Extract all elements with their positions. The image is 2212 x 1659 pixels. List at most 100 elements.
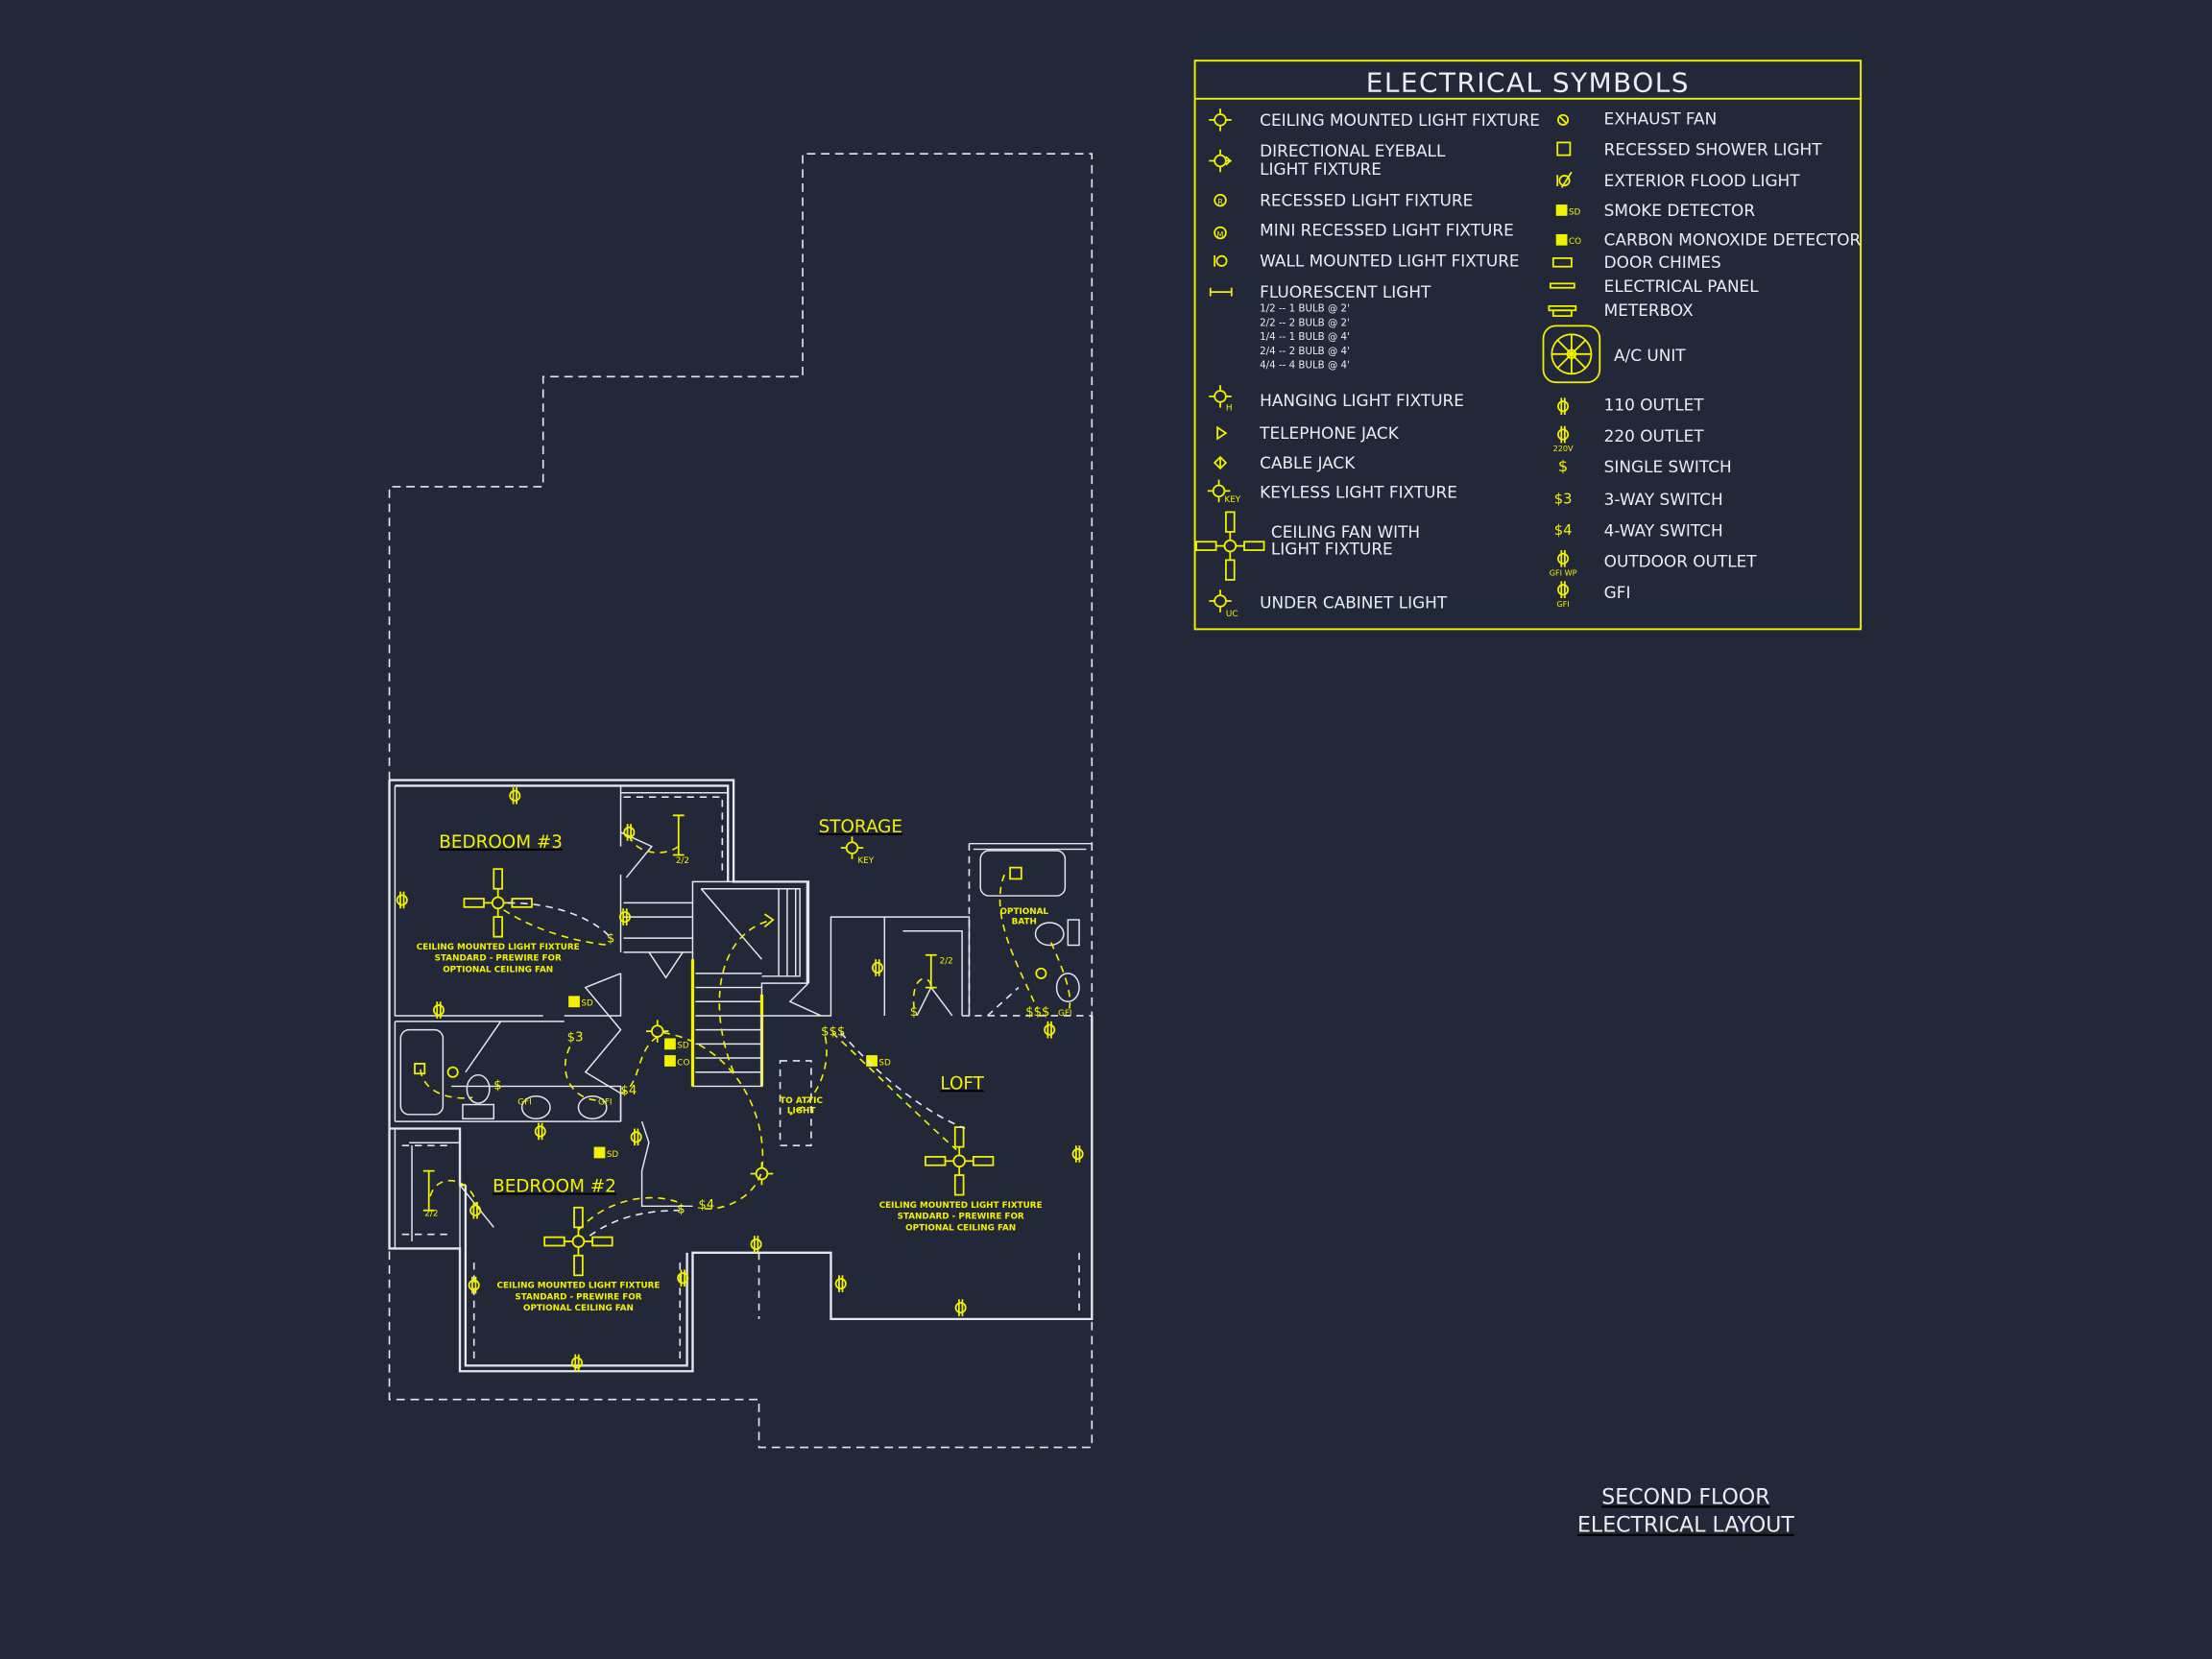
legend-item-shower-light: RECESSED SHOWER LIGHT [1556,140,1823,159]
outlet-110 [1071,1144,1084,1164]
legend-border [1193,60,1863,631]
svg-text:CO: CO [1569,237,1581,247]
svg-text:2/2: 2/2 [940,957,953,967]
svg-text:H: H [1226,404,1233,414]
hall-bathroom [394,1021,622,1122]
shower-light [414,1063,426,1075]
staircase [690,880,808,1088]
flood-light-icon [1556,171,1573,188]
svg-text:CO: CO [677,1058,689,1068]
roof-outline-dashed [388,153,1094,1449]
stair-direction-arrow [718,919,774,1073]
fan-note-line: OPTIONAL CEILING FAN [905,1223,1016,1233]
legend-label: 110 OUTLET [1604,396,1705,415]
legend-item-door-chimes: DOOR CHIMES [1551,252,1721,272]
legend-item-exhaust-fan: EXHAUST FAN [1557,108,1717,128]
svg-text:2/2: 2/2 [676,856,689,866]
ceiling-light-icon [1208,108,1233,132]
fan-note-line: OPTIONAL CEILING FAN [523,1304,634,1313]
legend-label: UNDER CABINET LIGHT [1260,592,1448,612]
svg-text:SD: SD [607,1150,619,1160]
ceiling-fan-icon [1195,511,1265,581]
under-cabinet-light-icon: UC [1208,589,1238,619]
cable-jack-icon [1213,455,1228,470]
svg-text:SD: SD [581,999,593,1009]
legend-label: 4-WAY SWITCH [1604,520,1723,540]
toilet [466,1073,491,1104]
switch-wiring [420,834,1071,1237]
outlet-110 [750,1235,762,1254]
legend-item-telephone-jack: TELEPHONE JACK [1216,423,1400,443]
legend-label: LIGHT FIXTURE [1271,539,1393,558]
keyless-tag: KEY [857,856,874,866]
legend-item-ceiling-light: CEILING MOUNTED LIGHT FIXTURE [1208,108,1540,132]
exhaust-fan [1035,967,1047,979]
legend-label: 3-WAY SWITCH [1604,490,1723,509]
legend-label: LIGHT FIXTURE [1260,159,1382,179]
legend-label: HANGING LIGHT FIXTURE [1260,391,1464,410]
legend-item-single-switch: $SINGLE SWITCH [1558,457,1732,476]
single-switch-icon: $ [1558,457,1568,475]
svg-text:SD: SD [878,1058,891,1068]
legend-label: DIRECTIONAL EYEBALL [1260,141,1446,160]
fluorescent-spec: 1/4 -- 1 BULB @ 4' [1260,331,1350,343]
switch: $ [910,1005,918,1020]
attic-light-label: LIGHT [787,1106,815,1116]
room-label-loft: LOFT [940,1073,984,1094]
electrical-panel-icon [1549,282,1575,289]
bedroom2-closet [394,1128,494,1250]
ceiling-fan-loft [925,1126,995,1196]
outlet-110 [834,1274,847,1293]
smoke-detector-icon: SD [1555,204,1581,217]
fan-note-line: STANDARD - PREWIRE FOR [898,1213,1024,1222]
legend-label: CEILING MOUNTED LIGHT FIXTURE [1260,110,1540,130]
legend-item-wall-light: WALL MOUNTED LIGHT FIXTURE [1214,252,1520,271]
svg-text:2/2: 2/2 [424,1210,438,1219]
fan-note-bedroom2: CEILING MOUNTED LIGHT FIXTURE STANDARD -… [497,1282,661,1314]
legend-label: CARBON MONOXIDE DETECTOR [1604,230,1862,250]
outlet-110 [630,1127,642,1147]
fan-note-line: CEILING MOUNTED LIGHT FIXTURE [497,1282,661,1291]
svg-text:R: R [1217,197,1223,206]
bathtub [979,850,1067,897]
co-detector: CO [664,1055,689,1068]
switch: $ [677,1203,685,1217]
eyeball-light-icon [1208,148,1233,174]
shower-light-icon [1556,141,1572,156]
gfi-tag: GFI [1058,1009,1071,1019]
smoke-detector: SD [568,996,593,1009]
title-line-2: ELECTRICAL LAYOUT [1577,1514,1794,1538]
outlet-110 [534,1121,546,1142]
legend-item-fluorescent: FLUORESCENT LIGHT 1/2 -- 1 BULB @ 2' 2/2… [1209,282,1431,372]
legend-label: A/C UNIT [1614,346,1686,365]
linen-closet [623,902,693,979]
sink [1055,973,1080,1002]
svg-text:220V: 220V [1553,444,1574,453]
switch-gang: $$$ [821,1025,845,1040]
outlet-110 [954,1298,967,1317]
optional-bath-label: OPTIONAL [1000,907,1049,917]
smoke-detector: SD [664,1038,689,1051]
legend-label: MINI RECESSED LIGHT FIXTURE [1260,220,1514,239]
hall-walls [584,916,886,1208]
fan-note-bedroom3: CEILING MOUNTED LIGHT FIXTURE STANDARD -… [417,943,580,975]
legend-item-electrical-panel: ELECTRICAL PANEL [1549,276,1759,296]
outlet-110 [871,958,883,977]
legend-label: RECESSED SHOWER LIGHT [1604,140,1823,159]
four-way-switch: $4 [698,1198,714,1213]
fan-note-line: CEILING MOUNTED LIGHT FIXTURE [879,1201,1043,1211]
svg-text:UC: UC [1226,610,1238,619]
meterbox-icon [1548,304,1577,318]
loft-bay [757,1252,1080,1319]
svg-text:M: M [1217,229,1224,239]
exhaust-fan [446,1066,459,1078]
room-label-bedroom3: BEDROOM #3 [439,832,563,853]
outlet-110 [570,1353,584,1373]
four-way-switch: $4 [621,1084,637,1098]
second-floor-plan: BEDROOM #3 STORAGE LOFT BEDROOM #2 CEILI… [388,153,1094,1449]
